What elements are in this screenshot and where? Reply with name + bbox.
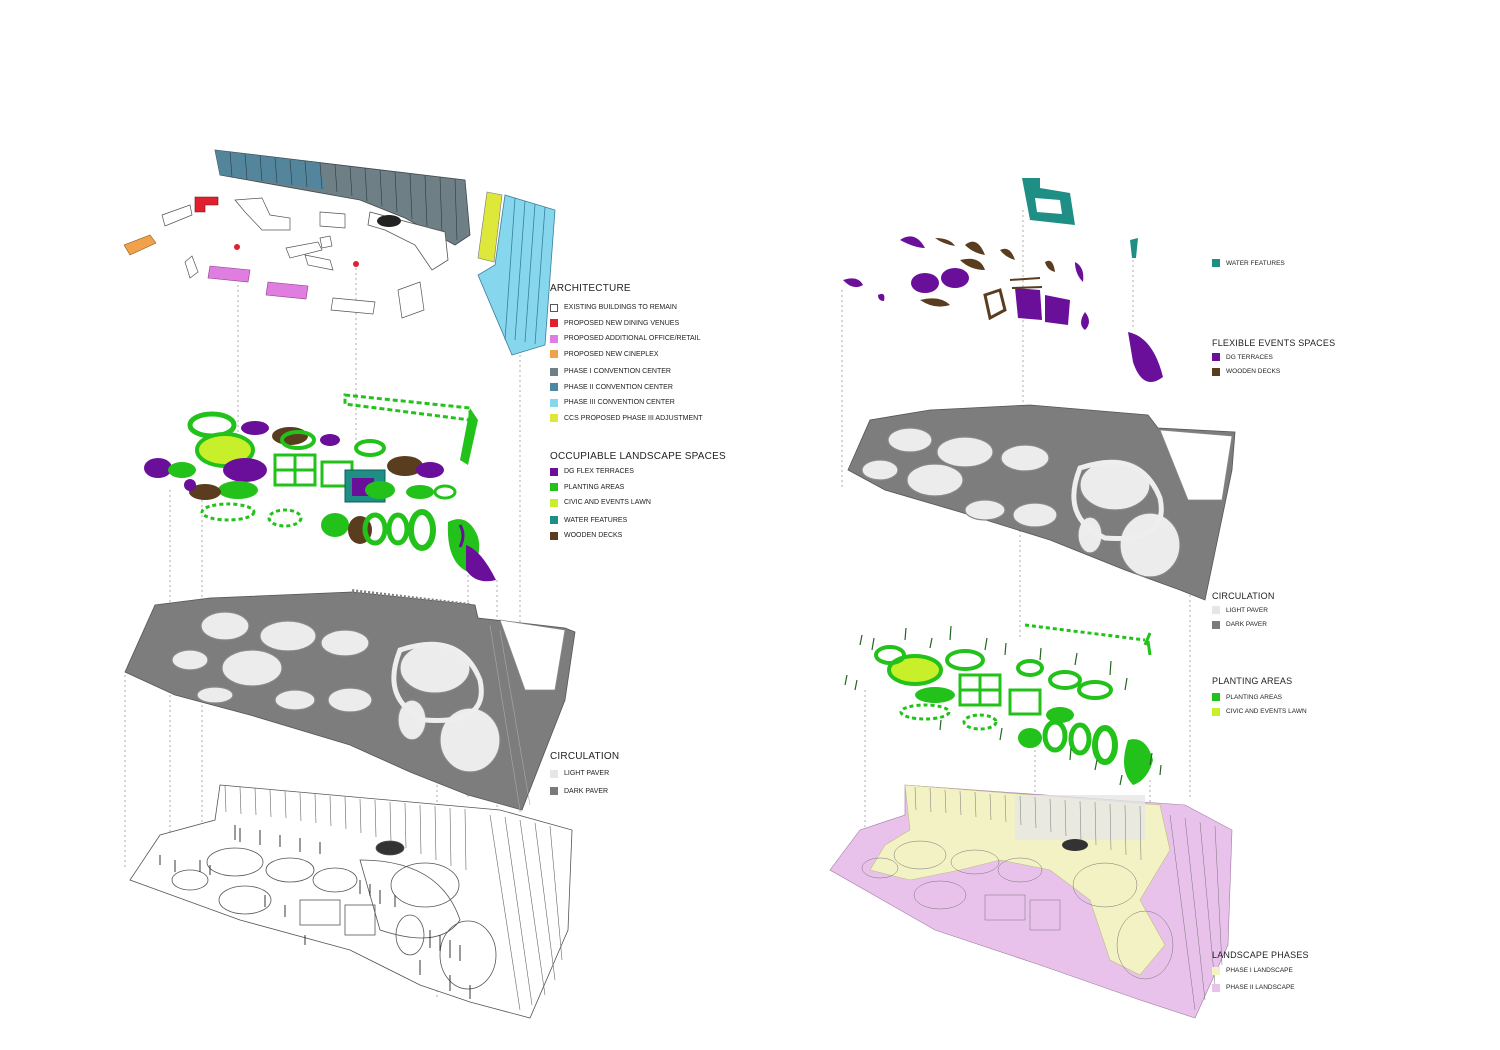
- legend-item: PROPOSED NEW DINING VENUES: [550, 316, 702, 332]
- legend-label: PROPOSED NEW CINEPLEX: [564, 350, 659, 358]
- legend-label: CIVIC AND EVENTS LAWN: [564, 499, 651, 507]
- legend-phases-title: LANDSCAPE PHASES: [1212, 950, 1309, 960]
- legend-label: DG TERRACES: [1226, 353, 1273, 361]
- right-circulation-layer: [847, 404, 1236, 601]
- legend-label: PHASE I LANDSCAPE: [1226, 967, 1293, 974]
- right-flex-layer: [843, 236, 1163, 382]
- legend-label: DG FLEX TERRACES: [564, 468, 634, 476]
- legend-item: WOODEN DECKS: [1212, 365, 1335, 380]
- left-base-plan-layer: [129, 784, 573, 1019]
- legend-occupiable-landscape: OCCUPIABLE LANDSCAPE SPACES DG FLEX TERR…: [550, 451, 726, 544]
- legend-swatch: [550, 531, 558, 540]
- legend-item: PHASE I LANDSCAPE: [1212, 962, 1309, 979]
- legend-item: DARK PAVER: [550, 784, 619, 800]
- legend-item: EXISTING BUILDINGS TO REMAIN: [550, 300, 702, 316]
- legend-item: DG TERRACES: [1212, 350, 1335, 365]
- legend-item: CIVIC AND EVENTS LAWN: [550, 495, 726, 511]
- legend-swatch: [1212, 353, 1220, 362]
- legend-item: PHASE II LANDSCAPE: [1212, 979, 1309, 996]
- legend-item: WATER FEATURES: [1212, 256, 1285, 271]
- legend-swatch: [1212, 983, 1220, 992]
- legend-label: DARK PAVER: [1226, 621, 1267, 629]
- legend-left-circulation: CIRCULATION LIGHT PAVER DARK PAVER: [550, 751, 619, 799]
- legend-label: WOODEN DECKS: [1226, 368, 1281, 376]
- legend-item: LIGHT PAVER: [1212, 603, 1275, 618]
- legend-swatch: [550, 334, 558, 343]
- right-planting-layer: [844, 623, 1162, 786]
- legend-swatch: [1212, 707, 1220, 716]
- legend-swatch: [550, 350, 558, 359]
- legend-circulation-title: CIRCULATION: [550, 751, 620, 762]
- legend-label: LIGHT PAVER: [1226, 606, 1268, 614]
- legend-label: PLANTING AREAS: [1226, 693, 1282, 701]
- legend-label: DARK PAVER: [564, 787, 609, 795]
- legend-label: WOODEN DECKS: [564, 532, 623, 540]
- legend-flexible-events: FLEXIBLE EVENTS SPACES DG TERRACES WOODE…: [1212, 338, 1335, 379]
- legend-item: LIGHT PAVER: [550, 766, 619, 782]
- legend-swatch: [1212, 259, 1220, 268]
- legend-item: PROPOSED NEW CINEPLEX: [550, 347, 702, 363]
- legend-label: PLANTING AREAS: [564, 483, 625, 491]
- legend-item: DARK PAVER: [1212, 618, 1275, 633]
- legend-label: EXISTING BUILDINGS TO REMAIN: [564, 304, 677, 312]
- legend-swatch: [550, 498, 558, 507]
- legend-swatch: [1212, 966, 1220, 975]
- legend-item: PHASE I CONVENTION CENTER: [550, 364, 702, 380]
- legend-swatch: [1212, 693, 1220, 702]
- legend-swatch: [550, 787, 558, 796]
- legend-item: PLANTING AREAS: [550, 480, 726, 496]
- legend-flexible-title: FLEXIBLE EVENTS SPACES: [1212, 338, 1336, 348]
- legend-swatch: [550, 303, 558, 312]
- legend-swatch: [550, 398, 558, 407]
- legend-planting-title: PLANTING AREAS: [1212, 676, 1293, 686]
- legend-swatch: [550, 483, 558, 492]
- legend-item: PHASE III CONVENTION CENTER: [550, 395, 702, 411]
- legend-architecture-title: ARCHITECTURE: [550, 283, 631, 294]
- legend-swatch: [550, 414, 558, 423]
- legend-label: PHASE III CONVENTION CENTER: [564, 399, 675, 407]
- legend-item: WOODEN DECKS: [550, 528, 726, 544]
- left-architecture-layer: [123, 149, 556, 356]
- legend-landscape-phases: LANDSCAPE PHASES PHASE I LANDSCAPE PHASE…: [1212, 950, 1309, 996]
- right-water-layer: [1022, 178, 1138, 258]
- legend-swatch: [550, 383, 558, 392]
- legend-right-circulation: CIRCULATION LIGHT PAVER DARK PAVER: [1212, 591, 1275, 632]
- legend-item: CIVIC AND EVENTS LAWN: [1212, 705, 1307, 720]
- legend-swatch: [1212, 606, 1220, 615]
- legend-item: PHASE II CONVENTION CENTER: [550, 380, 702, 396]
- legend-architecture: ARCHITECTURE EXISTING BUILDINGS TO REMAI…: [550, 283, 702, 426]
- legend-right-circulation-title: CIRCULATION: [1212, 591, 1275, 601]
- right-phases-layer: [829, 784, 1233, 1019]
- left-circulation-layer: [124, 589, 576, 811]
- left-landscape-layer: [144, 393, 496, 582]
- legend-swatch: [550, 467, 558, 476]
- legend-label: WATER FEATURES: [564, 516, 628, 524]
- legend-swatch: [550, 516, 558, 525]
- legend-swatch: [550, 769, 558, 778]
- legend-item: WATER FEATURES: [550, 513, 726, 529]
- legend-swatch: [550, 367, 558, 376]
- legend-label: PHASE I CONVENTION CENTER: [564, 368, 671, 376]
- legend-swatch: [550, 319, 558, 328]
- legend-right-planting: PLANTING AREAS PLANTING AREAS CIVIC AND …: [1212, 676, 1307, 719]
- legend-swatch: [1212, 367, 1220, 376]
- legend-item: PROPOSED ADDITIONAL OFFICE/RETAIL: [550, 331, 702, 347]
- legend-label: PROPOSED ADDITIONAL OFFICE/RETAIL: [564, 335, 701, 343]
- legend-label: CIVIC AND EVENTS LAWN: [1226, 708, 1307, 716]
- legend-label: LIGHT PAVER: [564, 770, 610, 778]
- legend-label: PROPOSED NEW DINING VENUES: [564, 319, 680, 327]
- legend-right-water: WATER FEATURES: [1212, 256, 1285, 271]
- legend-label: CCS PROPOSED PHASE III ADJUSTMENT: [564, 414, 703, 422]
- legend-label: WATER FEATURES: [1226, 259, 1285, 267]
- legend-item: DG FLEX TERRACES: [550, 464, 726, 480]
- legend-label: PHASE II CONVENTION CENTER: [564, 383, 673, 391]
- legend-label: PHASE II LANDSCAPE: [1226, 984, 1295, 991]
- legend-item: CCS PROPOSED PHASE III ADJUSTMENT: [550, 411, 702, 427]
- legend-occupiable-title: OCCUPIABLE LANDSCAPE SPACES: [550, 451, 726, 462]
- legend-swatch: [1212, 620, 1220, 629]
- legend-item: PLANTING AREAS: [1212, 690, 1307, 705]
